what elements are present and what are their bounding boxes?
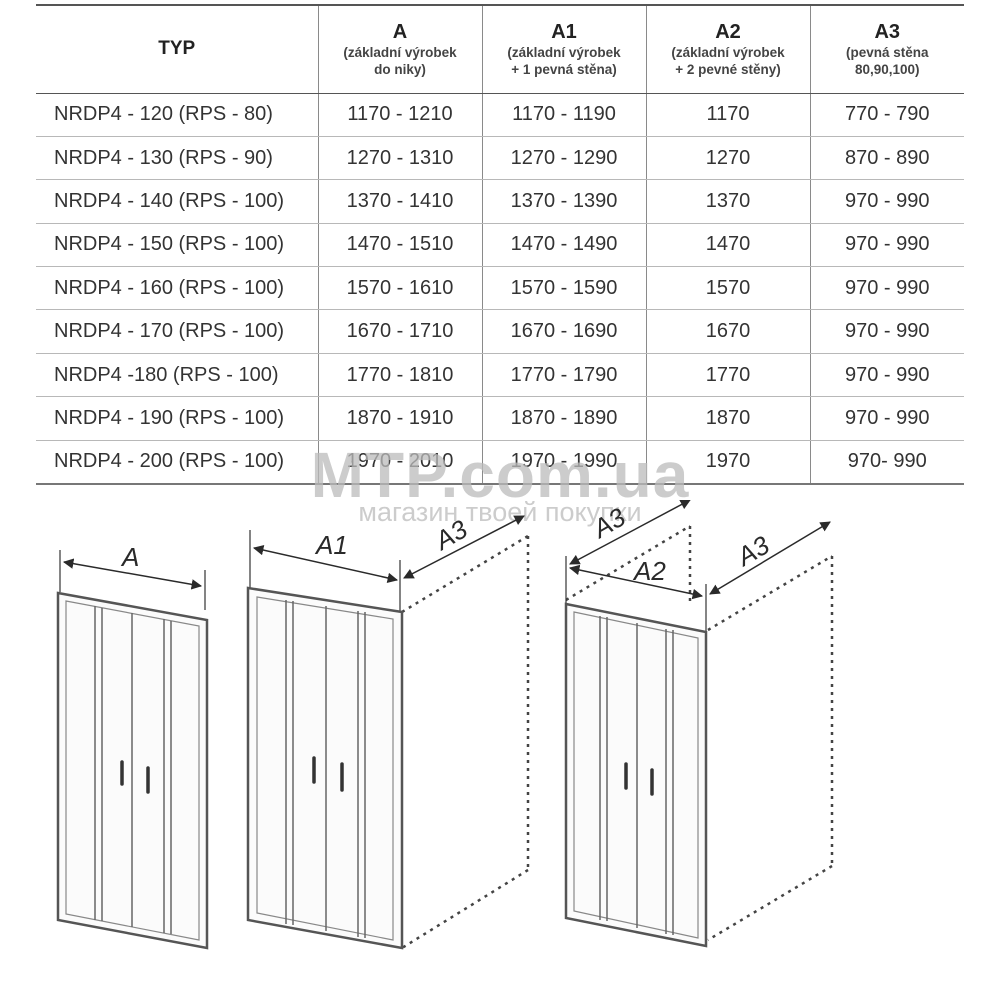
label-a3-right: A3 bbox=[730, 530, 775, 573]
cell-a1: 1670 - 1690 bbox=[482, 309, 647, 354]
cell-typ: NRDP4 - 120 (RPS - 80) bbox=[36, 93, 319, 137]
cell-a3: 970 - 990 bbox=[810, 353, 964, 398]
label-a1: A1 bbox=[314, 530, 348, 560]
cell-a: 1170 - 1210 bbox=[318, 93, 483, 137]
table-row: NRDP4 - 160 (RPS - 100) 1570 - 1610 1570… bbox=[36, 266, 964, 311]
cell-a2: 1770 bbox=[646, 353, 811, 398]
dimension-arrow-a3-right bbox=[709, 521, 831, 595]
dimensions-table: TYP A (základní výrobek do niky) A1 (zák… bbox=[36, 4, 964, 485]
cell-a3: 770 - 790 bbox=[810, 93, 964, 137]
table-row: NRDP4 - 150 (RPS - 100) 1470 - 1510 1470… bbox=[36, 223, 964, 268]
shower-door bbox=[56, 591, 209, 950]
cell-a1: 1570 - 1590 bbox=[482, 266, 647, 311]
dimension-arrow-a3 bbox=[403, 515, 525, 579]
label-a: A bbox=[120, 542, 139, 572]
cell-a: 1270 - 1310 bbox=[318, 136, 483, 181]
dimension-arrow-a2 bbox=[568, 564, 704, 600]
cell-a: 1370 - 1410 bbox=[318, 179, 483, 224]
header-a1: A1 (základní výrobek + 1 pevná stěna) bbox=[482, 4, 647, 94]
cell-a1: 1370 - 1390 bbox=[482, 179, 647, 224]
table-row: NRDP4 - 200 (RPS - 100) 1970 - 2010 1970… bbox=[36, 440, 964, 485]
dimension-arrow-a1 bbox=[252, 544, 399, 584]
cell-typ: NRDP4 - 170 (RPS - 100) bbox=[36, 309, 319, 354]
cell-a: 1570 - 1610 bbox=[318, 266, 483, 311]
cell-a: 1470 - 1510 bbox=[318, 223, 483, 268]
cell-a: 1670 - 1710 bbox=[318, 309, 483, 354]
cell-typ: NRDP4 - 160 (RPS - 100) bbox=[36, 266, 319, 311]
cell-a3: 970 - 990 bbox=[810, 223, 964, 268]
cell-typ: NRDP4 - 200 (RPS - 100) bbox=[36, 440, 319, 485]
watermark-logo: MTP.com.ua bbox=[310, 439, 690, 511]
cell-a: 1970 - 2010 bbox=[318, 440, 483, 485]
table-row: NRDP4 - 190 (RPS - 100) 1870 - 1910 1870… bbox=[36, 396, 964, 441]
diagram-niche: A bbox=[56, 542, 209, 950]
dimension-arrow-a3-left bbox=[569, 500, 691, 565]
table-row: NRDP4 - 140 (RPS - 100) 1370 - 1410 1370… bbox=[36, 179, 964, 224]
header-a3: A3 (pevná stěna 80,90,100) bbox=[810, 4, 964, 94]
cell-a2: 1670 bbox=[646, 309, 811, 354]
cell-a1: 1470 - 1490 bbox=[482, 223, 647, 268]
cell-a2: 1870 bbox=[646, 396, 811, 441]
cell-typ: NRDP4 - 130 (RPS - 90) bbox=[36, 136, 319, 181]
cell-a3: 870 - 890 bbox=[810, 136, 964, 181]
label-a3-left: A3 bbox=[586, 502, 631, 545]
cell-a2: 1970 bbox=[646, 440, 811, 485]
cell-a2: 1370 bbox=[646, 179, 811, 224]
cell-a1: 1970 - 1990 bbox=[482, 440, 647, 485]
cell-a1: 1870 - 1890 bbox=[482, 396, 647, 441]
cell-typ: NRDP4 - 190 (RPS - 100) bbox=[36, 396, 319, 441]
table-row: NRDP4 - 120 (RPS - 80) 1170 - 1210 1170 … bbox=[36, 93, 964, 137]
cell-a: 1770 - 1810 bbox=[318, 353, 483, 398]
header-typ: TYP bbox=[36, 4, 319, 94]
cell-a1: 1170 - 1190 bbox=[482, 93, 647, 137]
cell-a3: 970 - 990 bbox=[810, 309, 964, 354]
diagram-two-walls: A3 A2 A3 bbox=[564, 500, 834, 948]
header-a2: A2 (základní výrobek + 2 pevné stěny) bbox=[646, 4, 811, 94]
table-row: NRDP4 - 170 (RPS - 100) 1670 - 1710 1670… bbox=[36, 309, 964, 354]
cell-a3: 970 - 990 bbox=[810, 179, 964, 224]
cell-a2: 1470 bbox=[646, 223, 811, 268]
table-row: NRDP4 - 130 (RPS - 90) 1270 - 1310 1270 … bbox=[36, 136, 964, 181]
cell-a1: 1270 - 1290 bbox=[482, 136, 647, 181]
cell-a: 1870 - 1910 bbox=[318, 396, 483, 441]
cell-typ: NRDP4 - 150 (RPS - 100) bbox=[36, 223, 319, 268]
cell-a3: 970 - 990 bbox=[810, 266, 964, 311]
table-row: NRDP4 -180 (RPS - 100) 1770 - 1810 1770 … bbox=[36, 353, 964, 398]
header-a: A (základní výrobek do niky) bbox=[318, 4, 483, 94]
table-header-row: TYP A (základní výrobek do niky) A1 (zák… bbox=[36, 4, 964, 94]
cell-a1: 1770 - 1790 bbox=[482, 353, 647, 398]
diagram-one-wall: A1 A3 bbox=[246, 514, 530, 950]
cell-a3: 970- 990 bbox=[810, 440, 964, 485]
fixed-wall-outline bbox=[401, 534, 530, 950]
cell-a3: 970 - 990 bbox=[810, 396, 964, 441]
cell-typ: NRDP4 - 140 (RPS - 100) bbox=[36, 179, 319, 224]
cell-a2: 1170 bbox=[646, 93, 811, 137]
label-a2: A2 bbox=[632, 556, 666, 586]
cell-a2: 1570 bbox=[646, 266, 811, 311]
shower-door bbox=[564, 602, 708, 948]
shower-door bbox=[246, 586, 404, 950]
cell-a2: 1270 bbox=[646, 136, 811, 181]
label-a3: A3 bbox=[428, 514, 473, 557]
dimension-arrow-a bbox=[62, 558, 203, 590]
cell-typ: NRDP4 -180 (RPS - 100) bbox=[36, 353, 319, 398]
installation-diagrams: A A1 A3 bbox=[56, 500, 834, 950]
